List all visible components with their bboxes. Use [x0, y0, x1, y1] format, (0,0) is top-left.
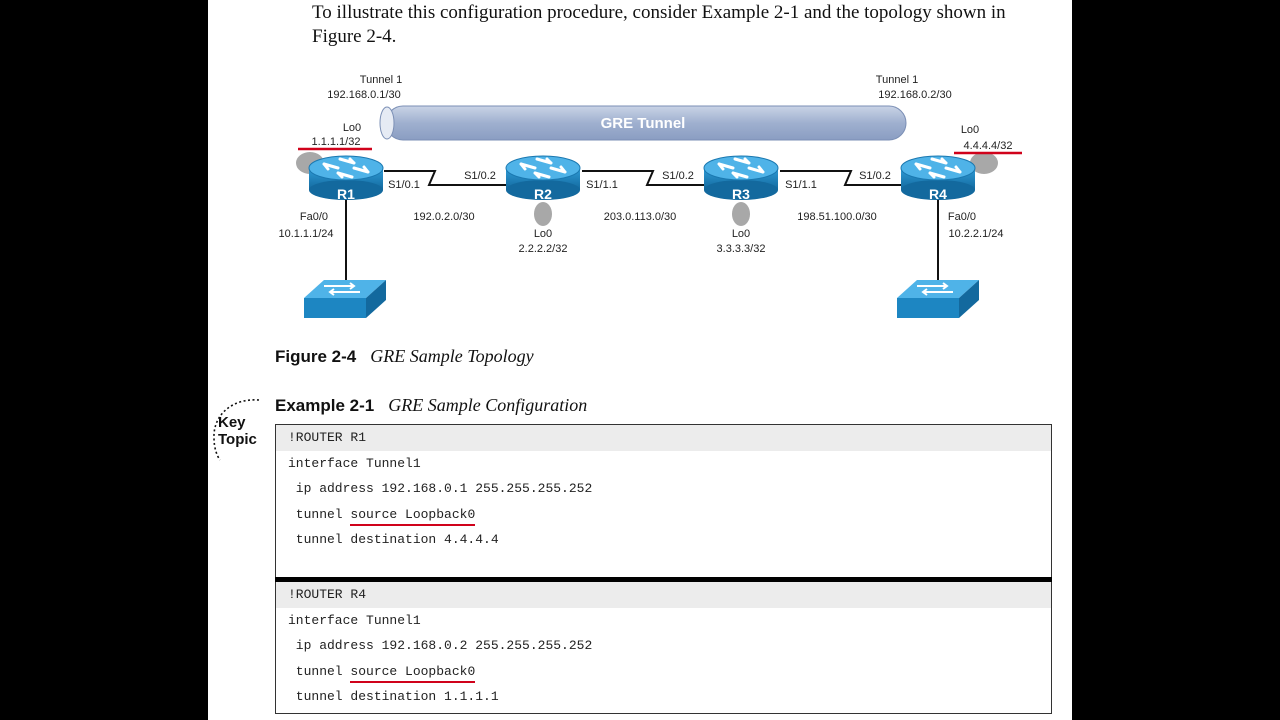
config-r4-header: !ROUTER R4 [276, 582, 1051, 608]
config-divider [275, 577, 1052, 582]
r1-fa-name: Fa0/0 [300, 211, 328, 223]
svg-text:R2: R2 [534, 186, 552, 202]
config-r1-line3-prefix: tunnel [288, 506, 351, 522]
r1-tunnel-name: Tunnel 1 [360, 74, 402, 86]
r3-if-s11-1: S1/1.1 [785, 179, 817, 191]
router-r1-icon: R1 [307, 154, 385, 202]
config-r4-line4: tunnel destination 1.1.1.1 [288, 689, 499, 704]
config-r4-source-underlined: source Loopback0 [350, 663, 476, 683]
example-title: GRE Sample Configuration [388, 395, 588, 415]
link-r1-r2 [384, 170, 508, 186]
r2-loopback-icon [534, 202, 552, 226]
config-r1-line3: tunnel source Loopback0 [276, 502, 1051, 528]
r2-if-s10-2: S1/0.2 [464, 170, 496, 182]
r1-fa-ip: 10.1.1.1/24 [278, 228, 333, 240]
intro-paragraph: To illustrate this configuration procedu… [312, 2, 1006, 47]
r3-loopback-icon [732, 202, 750, 226]
config-r1-source-underlined: source Loopback0 [350, 506, 476, 526]
net1-label: 192.0.2.0/30 [413, 211, 474, 223]
gre-topology-diagram: GRE Tunnel R1 R2 R3 R4 [278, 74, 1022, 319]
router-r2-icon: R2 [504, 154, 582, 202]
r1-if-s10-1: S1/0.1 [388, 179, 420, 191]
config-block-r4: !ROUTER R4 interface Tunnel1 ip address … [275, 582, 1052, 714]
net3-label: 198.51.100.0/30 [797, 211, 877, 223]
example-number: Example 2-1 [275, 396, 375, 415]
r4-tunnel-name: Tunnel 1 [876, 74, 918, 86]
r4-lo-ip: 4.4.4.4/32 [964, 140, 1013, 152]
gre-tunnel: GRE Tunnel [379, 105, 907, 141]
r1-tunnel-ip: 192.168.0.1/30 [327, 89, 400, 101]
svg-text:R3: R3 [732, 186, 750, 202]
switch-left-icon [303, 279, 387, 319]
r2-lo-ip: 2.2.2.2/32 [519, 243, 568, 255]
key-topic-line2: Topic [218, 431, 257, 448]
net2-label: 203.0.113.0/30 [604, 211, 677, 223]
r4-fa-name: Fa0/0 [948, 211, 976, 223]
config-r1-header: !ROUTER R1 [276, 425, 1051, 451]
serial-links [345, 170, 939, 280]
r2-lo-name: Lo0 [534, 228, 552, 240]
svg-text:R4: R4 [929, 186, 947, 202]
link-r3-r4 [780, 170, 902, 186]
figure-title: GRE Sample Topology [370, 346, 534, 366]
router-r4-icon: R4 [899, 154, 977, 202]
figure-caption: Figure 2-4 GRE Sample Topology [275, 346, 534, 367]
link-r2-r3 [582, 170, 705, 186]
config-r1-line1: interface Tunnel1 [288, 455, 421, 471]
figure-number: Figure 2-4 [275, 347, 357, 366]
r3-lo-ip: 3.3.3.3/32 [717, 243, 766, 255]
svg-text:R1: R1 [337, 186, 355, 202]
config-block-r1: !ROUTER R1 interface Tunnel1 ip address … [275, 424, 1052, 578]
config-r4-line3: tunnel source Loopback0 [276, 659, 1051, 685]
config-r1-line4: tunnel destination 4.4.4.4 [288, 532, 499, 547]
config-r4-line3-prefix: tunnel [288, 663, 351, 679]
key-topic-line1: Key [218, 414, 246, 431]
book-page: To illustrate this configuration procedu… [208, 0, 1072, 720]
r4-fa-ip: 10.2.2.1/24 [948, 228, 1003, 240]
r1-lo-ip: 1.1.1.1/32 [312, 136, 361, 148]
r4-lo-name: Lo0 [961, 124, 979, 136]
r4-tunnel-ip: 192.168.0.2/30 [878, 89, 951, 101]
switch-right-icon [896, 279, 980, 319]
r1-lo-name: Lo0 [343, 122, 361, 134]
config-r4-line1: interface Tunnel1 [288, 612, 421, 628]
router-r3-icon: R3 [702, 154, 780, 202]
r4-if-s10-2: S1/0.2 [859, 170, 891, 182]
gre-tunnel-label: GRE Tunnel [601, 115, 686, 132]
r4-loopback-icon [970, 152, 998, 174]
example-caption: Example 2-1 GRE Sample Configuration [275, 395, 587, 416]
r3-lo-name: Lo0 [732, 228, 750, 240]
r3-if-s10-2: S1/0.2 [662, 170, 694, 182]
config-r1-line2: ip address 192.168.0.1 255.255.255.252 [288, 481, 593, 496]
config-r4-line2: ip address 192.168.0.2 255.255.255.252 [288, 638, 593, 653]
r2-if-s11-1: S1/1.1 [586, 179, 618, 191]
